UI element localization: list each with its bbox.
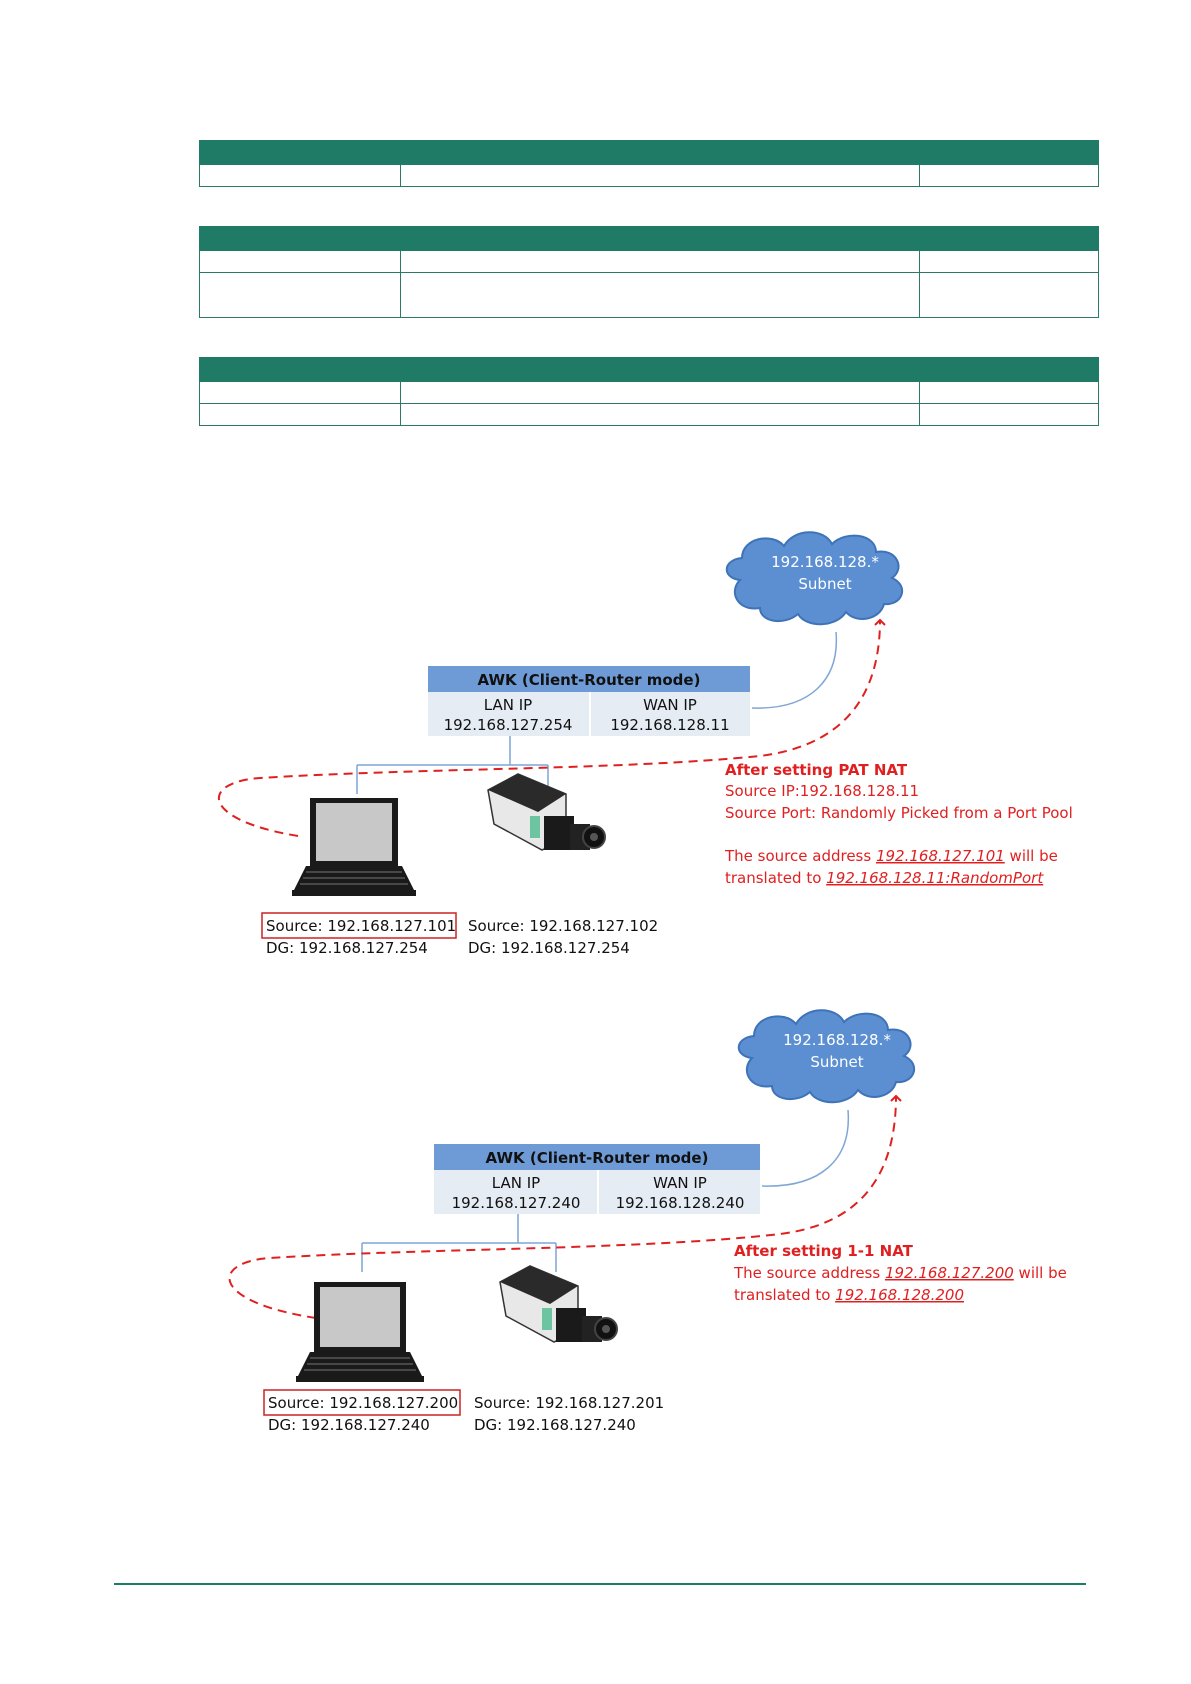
wan-ip-value: 192.168.128.240 [616, 1194, 745, 1212]
note-line2: translated to 192.168.128.200 [734, 1286, 964, 1304]
note-line1: The source address 192.168.127.200 will … [733, 1264, 1067, 1282]
table-header-cell [919, 226, 1099, 251]
cloud-label-line2: Subnet [810, 1053, 863, 1071]
lan-ip-value: 192.168.127.254 [444, 716, 573, 734]
nat-flow-arrow [228, 1094, 902, 1319]
lan-link-lines [361, 1214, 557, 1272]
note-line4: translated to 192.168.128.11:RandomPort [725, 869, 1044, 887]
table-cell [919, 272, 1099, 318]
highlight-box [261, 912, 457, 939]
table-header-cell [199, 140, 401, 165]
cloud-label-line1: 192.168.128.* [783, 1031, 891, 1049]
camera-source: Source: 192.168.127.102 [468, 917, 658, 935]
camera-dg: DG: 192.168.127.254 [468, 939, 630, 957]
table-cell [400, 381, 920, 404]
router-title: AWK (Client-Router mode) [486, 1149, 709, 1167]
table-header-cell [199, 226, 401, 251]
laptop-dg: DG: 192.168.127.240 [268, 1416, 430, 1434]
wan-link-line [761, 1109, 850, 1187]
router-lan-cell [434, 1170, 597, 1214]
laptop-icon [292, 798, 416, 896]
lan-ip-label: LAN IP [484, 696, 532, 714]
table-cell [400, 164, 920, 187]
camera-source: Source: 192.168.127.201 [474, 1394, 664, 1412]
table-cell [400, 272, 920, 318]
camera-icon [499, 1265, 618, 1343]
table-cell [400, 403, 920, 426]
router-header [428, 666, 750, 692]
table-header-row [199, 140, 1099, 165]
subnet-cloud-icon [725, 531, 904, 626]
table-2 [199, 226, 1099, 318]
pat-nat-diagram: 192.168.128.* Subnet AWK (Client-Router … [218, 531, 1073, 957]
footer-divider [114, 1583, 1086, 1585]
laptop-source: Source: 192.168.127.200 [268, 1394, 458, 1412]
table-header-cell [199, 357, 401, 382]
table-cell [199, 403, 401, 426]
laptop-icon [296, 1282, 424, 1382]
table-header-row [199, 226, 1099, 251]
table-row [199, 381, 1099, 404]
router-lan-cell [428, 692, 589, 736]
table-cell [400, 250, 920, 273]
table-cell [919, 164, 1099, 187]
highlight-box [263, 1389, 461, 1416]
lan-link-lines [356, 736, 549, 794]
router-wan-cell [599, 1170, 760, 1214]
table-3 [199, 357, 1099, 426]
table-cell [199, 272, 401, 318]
camera-dg: DG: 192.168.127.240 [474, 1416, 636, 1434]
table-header-cell [400, 140, 920, 165]
wan-ip-label: WAN IP [653, 1174, 707, 1192]
lan-ip-label: LAN IP [492, 1174, 540, 1192]
table-header-row [199, 357, 1099, 382]
note-line3: The source address 192.168.127.101 will … [724, 847, 1058, 865]
wan-link-line [751, 631, 838, 709]
note-title: After setting 1-1 NAT [734, 1242, 914, 1260]
wan-ip-label: WAN IP [643, 696, 697, 714]
laptop-dg: DG: 192.168.127.254 [266, 939, 428, 957]
table-cell [919, 381, 1099, 404]
table-row [199, 403, 1099, 426]
table-row [199, 164, 1099, 187]
nat-flow-arrow [218, 618, 886, 837]
table-cell [199, 164, 401, 187]
note-title: After setting PAT NAT [725, 761, 908, 779]
wan-ip-value: 192.168.128.11 [610, 716, 729, 734]
cloud-label-line1: 192.168.128.* [771, 553, 879, 571]
table-row [199, 250, 1099, 273]
router-wan-cell [591, 692, 750, 736]
lan-ip-value: 192.168.127.240 [452, 1194, 581, 1212]
table-1 [199, 140, 1099, 187]
table-cell [199, 250, 401, 273]
note-line2: Source Port: Randomly Picked from a Port… [725, 804, 1073, 822]
subnet-cloud-icon [737, 1009, 916, 1104]
table-header-cell [400, 357, 920, 382]
table-cell [199, 381, 401, 404]
router-header [434, 1144, 760, 1170]
table-cell [919, 403, 1099, 426]
table-row [199, 272, 1099, 318]
note-line1: Source IP:192.168.128.11 [725, 782, 919, 800]
laptop-source: Source: 192.168.127.101 [266, 917, 456, 935]
table-header-cell [400, 226, 920, 251]
table-header-cell [919, 140, 1099, 165]
table-cell [919, 250, 1099, 273]
router-title: AWK (Client-Router mode) [478, 671, 701, 689]
table-header-cell [919, 357, 1099, 382]
one-to-one-nat-diagram: 192.168.128.* Subnet AWK (Client-Router … [228, 1009, 1067, 1434]
camera-icon [487, 773, 606, 851]
cloud-label-line2: Subnet [798, 575, 851, 593]
